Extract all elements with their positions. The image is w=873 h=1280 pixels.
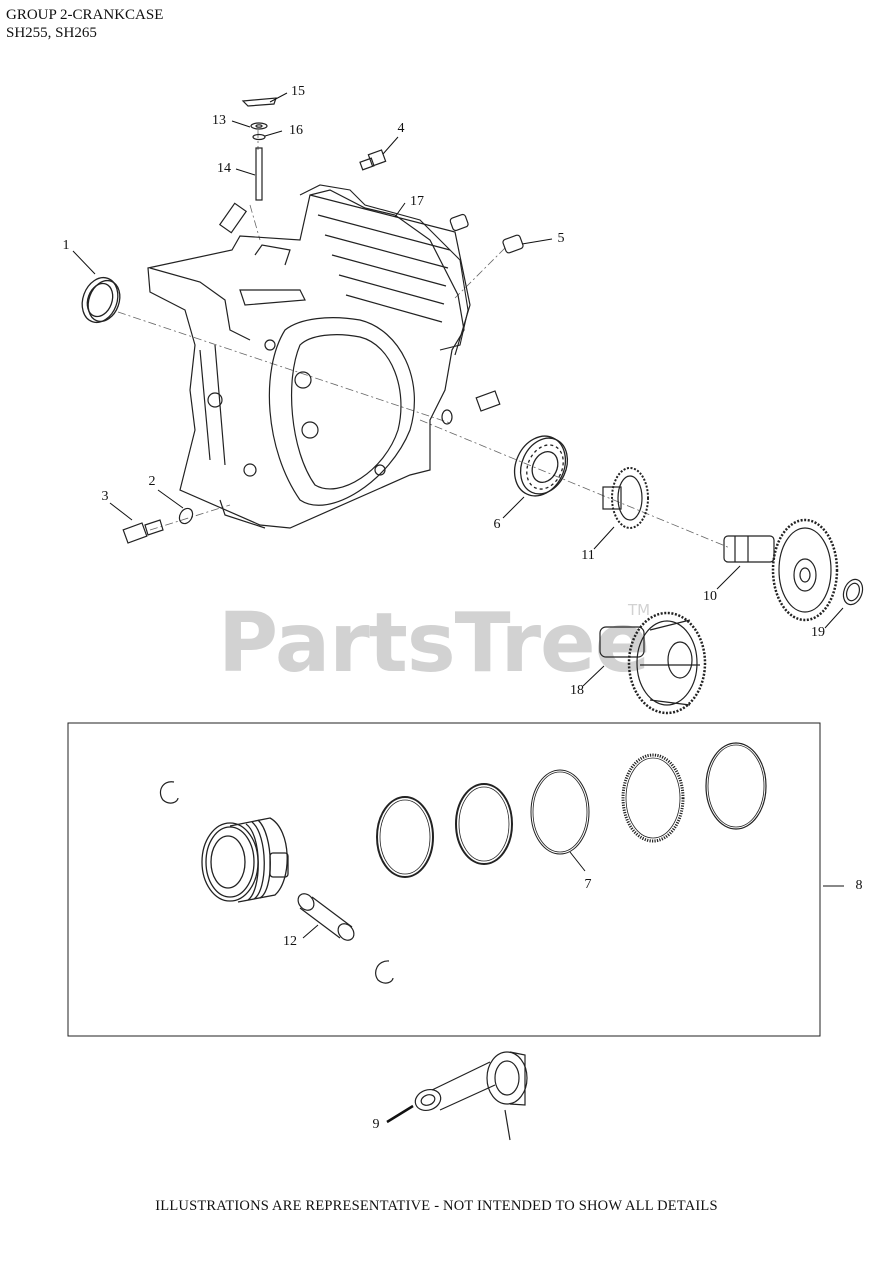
callout-5: 5 <box>557 231 565 246</box>
crankcase-body <box>147 189 471 529</box>
oil-seal-part <box>81 276 121 324</box>
governor-shaft-part <box>218 147 263 234</box>
watermark-trademark: TM <box>628 601 651 619</box>
alignment-axes <box>117 130 731 549</box>
piston-pin-part <box>297 893 355 941</box>
connecting-rod-part <box>414 1051 528 1141</box>
callout-14: 14 <box>217 161 231 176</box>
callout-16: 16 <box>289 123 303 138</box>
diagram-title: GROUP 2-CRANKCASE <box>6 7 164 23</box>
callout-12: 12 <box>283 934 297 949</box>
callout-2: 2 <box>148 474 156 489</box>
watermark-text: PartsTree <box>218 596 650 691</box>
alternate-camshaft-part <box>599 611 707 715</box>
cam-washer-part <box>842 578 864 606</box>
ball-bearing-part <box>513 435 569 497</box>
leader-lines <box>72 92 844 1124</box>
callout-13: 13 <box>212 113 226 128</box>
circlip-part <box>159 781 394 984</box>
drain-bolt-part <box>122 519 164 544</box>
piston-part <box>201 817 289 903</box>
governor-plate-part <box>241 97 277 141</box>
callout-6: 6 <box>493 517 501 532</box>
crank-gear-part <box>602 467 649 529</box>
callout-15: 15 <box>291 84 305 99</box>
callout-1: 1 <box>62 238 70 253</box>
callout-10: 10 <box>703 589 717 604</box>
callout-7: 7 <box>584 877 592 892</box>
callout-4: 4 <box>397 121 405 136</box>
model-numbers: SH255, SH265 <box>6 25 97 41</box>
callout-9: 9 <box>372 1117 380 1132</box>
breather-bolt-part <box>441 390 501 425</box>
piston-rings <box>376 742 767 878</box>
callout-18: 18 <box>570 683 584 698</box>
callout-19: 19 <box>811 625 825 640</box>
washer-part <box>178 507 194 525</box>
callout-8: 8 <box>855 878 863 893</box>
callout-3: 3 <box>101 489 109 504</box>
camshaft-part <box>723 518 839 622</box>
cylinder-part <box>299 184 469 351</box>
disclaimer-footer: ILLUSTRATIONS ARE REPRESENTATIVE - NOT I… <box>155 1198 718 1214</box>
callout-17: 17 <box>410 194 424 209</box>
dowel-pin-part <box>449 213 524 254</box>
callout-11: 11 <box>581 548 595 563</box>
piston-kit-box <box>67 722 821 1037</box>
bolt-part <box>359 149 387 171</box>
